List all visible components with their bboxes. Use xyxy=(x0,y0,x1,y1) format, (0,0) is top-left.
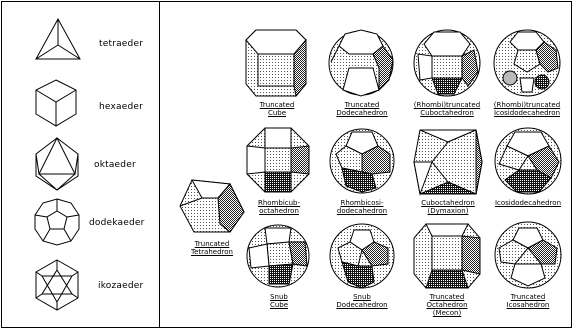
snub-cube-drawing xyxy=(245,222,311,290)
truncated-dodecahedron-drawing xyxy=(327,28,395,98)
rhombi-truncated-icosidodecahedron-drawing xyxy=(492,28,562,98)
caption-truncated-cube: Truncated Cube xyxy=(248,101,306,117)
snub-dodecahedron-drawing xyxy=(328,222,396,290)
cube-drawing xyxy=(34,78,78,128)
platonic-label-hexa: hexaeder xyxy=(99,102,143,113)
caption-snub-dodecahedron: Snub Dodecahedron xyxy=(330,293,394,309)
tetrahedron-drawing xyxy=(34,17,82,63)
rhombi-truncated-cuboctahedron-drawing xyxy=(412,28,482,98)
cuboctahedron-drawing xyxy=(412,126,484,198)
truncated-tetrahedron-drawing xyxy=(178,176,246,236)
icosahedron-drawing xyxy=(32,258,82,312)
caption-cuboctahedron: Cuboctahedron (Dymaxion) xyxy=(413,199,483,215)
caption-truncated-octahedron: Truncated Octahedron (Mecon) xyxy=(413,293,481,317)
caption-rhombicuboctahedron: Rhombicub- octahedron xyxy=(248,199,310,215)
caption-icosidodecahedron: Icosidodecahedron xyxy=(490,199,566,207)
truncated-icosahedron-drawing xyxy=(493,220,563,290)
truncated-cube-drawing xyxy=(244,28,308,98)
caption-snub-cube: Snub Cube xyxy=(248,293,310,309)
platonic-label-okta: oktaeder xyxy=(94,160,136,171)
caption-truncated-tetrahedron: Truncated Tetrahedron xyxy=(183,240,241,256)
platonic-label-dode: dodekaeder xyxy=(89,218,145,229)
truncated-octahedron-drawing xyxy=(412,222,482,290)
caption-rhombi-truncated-cuboctahedron: (Rhombi)truncated Cuboctahedron xyxy=(410,101,484,117)
dodecahedron-drawing xyxy=(33,197,81,247)
caption-truncated-dodecahedron: Truncated Dodecahedron xyxy=(328,101,396,117)
caption-rhombicosidodecahedron: Rhombicosi- dodecahedron xyxy=(330,199,394,215)
platonic-label-ikosa: ikozaeder xyxy=(98,281,143,292)
rhombicuboctahedron-drawing xyxy=(245,126,311,196)
platonic-label-tetra: tetraeder xyxy=(99,39,143,50)
divider-line xyxy=(159,2,160,327)
icosidodecahedron-drawing xyxy=(493,126,563,196)
caption-truncated-icosahedron: Truncated Icosahedron xyxy=(495,293,561,309)
octahedron-drawing xyxy=(34,136,80,192)
caption-rhombi-truncated-icosidodecahedron: (Rhombi)truncated Icosidodecahedron xyxy=(490,101,564,117)
rhombicosidodecahedron-drawing xyxy=(328,126,396,196)
